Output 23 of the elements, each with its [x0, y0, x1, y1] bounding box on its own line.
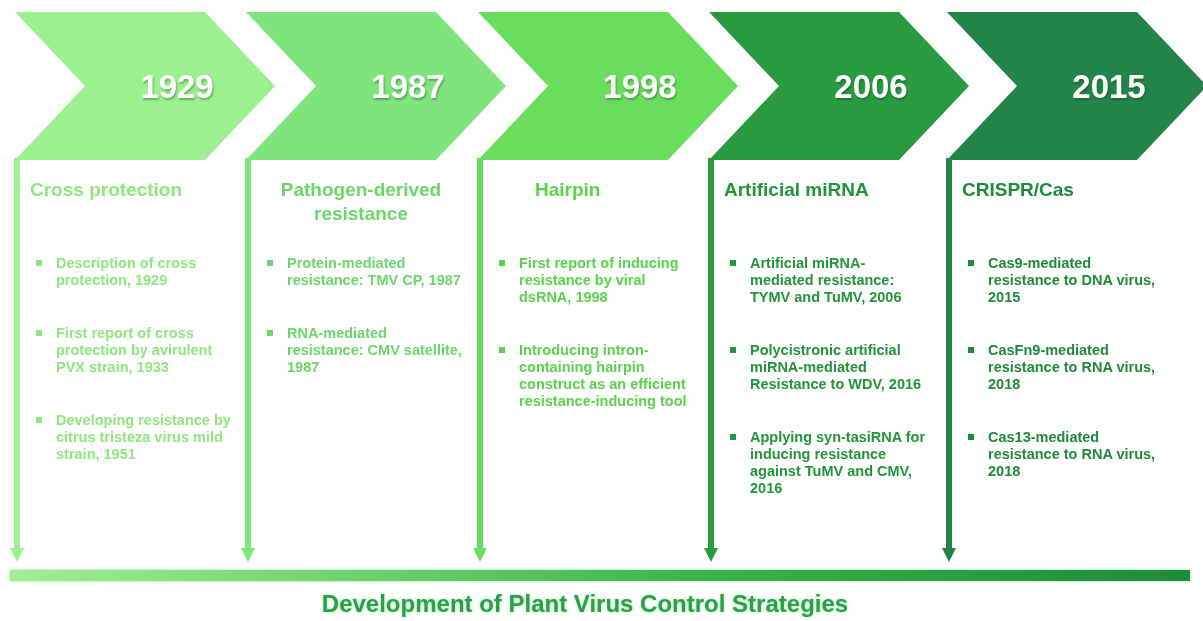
bullet-item: Developing resistance by citrus tristeza virus mild strain, 1951 [34, 412, 234, 463]
year-label: 1987 [370, 68, 446, 106]
bullet-item: Artificial miRNA-mediated resistance: TYMV and TuMV, 2006 [728, 255, 928, 306]
bullet-item: Protein-mediated resistance: TMV CP, 1987 [265, 255, 465, 289]
bullet-item: First report of cross protection by avirulent PVX strain, 1933 [34, 325, 234, 376]
year-label: 2015 [1071, 68, 1147, 106]
diagram-title: Development of Plant Virus Control Strategies [320, 590, 850, 618]
bullet-item: Cas13-mediated resistance to RNA virus, 2018 [966, 429, 1166, 480]
column-heading: Artificial miRNA [724, 178, 870, 202]
bullet-item: Applying syn-tasiRNA for inducing resistance against TuMV and CMV, 2016 [728, 429, 928, 497]
bullet-item: First report of inducing resistance by viral dsRNA, 1998 [497, 255, 697, 306]
year-label: 1998 [602, 68, 678, 106]
year-label: 2006 [833, 68, 909, 106]
bullet-item: Cas9-mediated resistance to DNA virus, 2015 [966, 255, 1166, 306]
bullet-item: CasFn9-mediated resistance to RNA virus, 2018 [966, 342, 1166, 393]
bullet-item: Polycistronic artificial miRNA-mediated Resistance to WDV, 2016 [728, 342, 928, 393]
bullet-item: RNA-mediated resistance: CMV satellite, 1987 [265, 325, 465, 376]
year-label: 1929 [139, 68, 215, 106]
column-heading: Cross protection [30, 178, 184, 202]
bullet-item: Description of cross protection, 1929 [34, 255, 234, 289]
bullet-item: Introducing intron-containing hairpin construct as an efficient resistance-inducing tool [497, 342, 697, 410]
column-heading: CRISPR/Cas [962, 178, 1075, 202]
column-heading: Pathogen-derived resistance [279, 178, 443, 226]
